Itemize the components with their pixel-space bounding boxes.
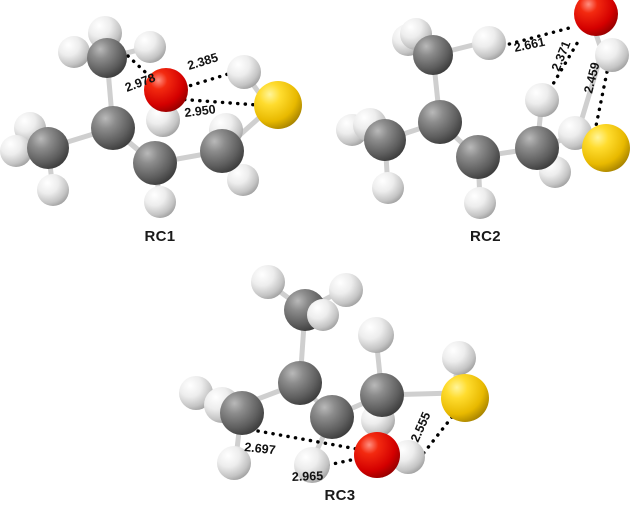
distance-label-rc1-1: 2.385	[186, 50, 220, 73]
rc2-molecule-svg: 2.661 2.371 2.459	[336, 0, 630, 219]
atom-group	[336, 0, 630, 219]
distance-label-rc1-2: 2.950	[184, 102, 217, 120]
atom-group	[0, 16, 302, 218]
structure-panel-rc2: 2.661 2.371 2.459 RC2	[330, 0, 641, 245]
atom-group	[179, 265, 489, 483]
structure-panel-rc3: 2.697 2.965 2.555 RC3	[160, 265, 520, 504]
caption-rc2: RC2	[470, 228, 501, 245]
caption-rc3: RC3	[324, 487, 356, 504]
rc1-molecule-svg: 2.978 2.385 2.950	[0, 16, 302, 218]
distance-label-rc3-2: 2.555	[408, 410, 434, 444]
rc3-molecule-svg: 2.697 2.965 2.555	[179, 265, 489, 484]
structure-panel-rc1: 2.978 2.385 2.950 RC1	[0, 0, 320, 245]
caption-rc1: RC1	[144, 228, 176, 245]
distance-label-rc2-2: 2.459	[581, 61, 602, 95]
distance-label-rc3-1: 2.965	[292, 469, 324, 484]
distance-label-rc2-0: 2.661	[513, 35, 547, 55]
contact-dotted-lines	[500, 25, 609, 128]
distance-label-rc3-0: 2.697	[244, 440, 277, 457]
